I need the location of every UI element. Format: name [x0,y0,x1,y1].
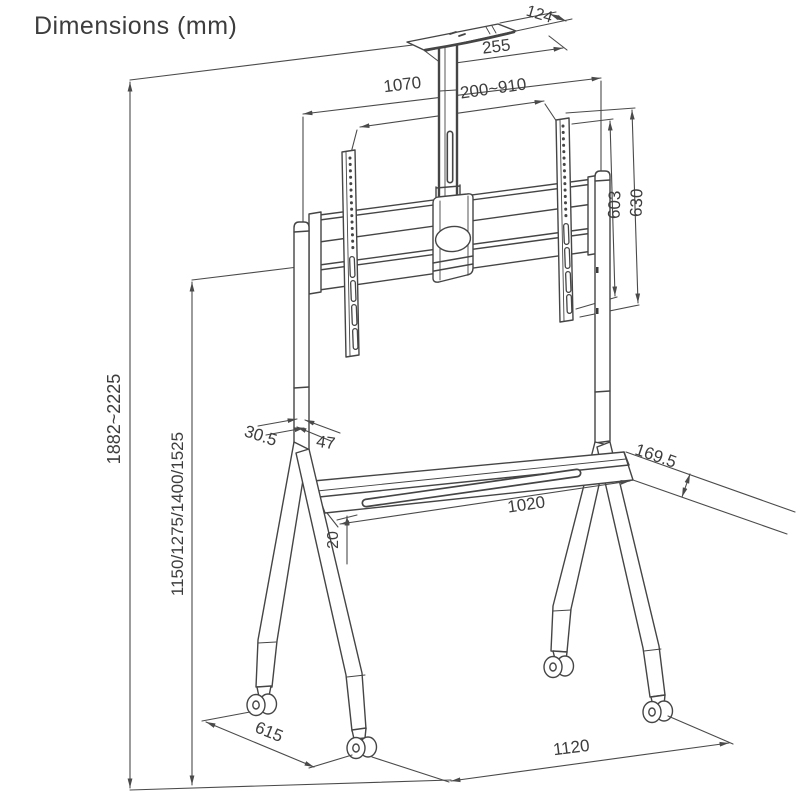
dimline-shelf-depth [681,473,691,498]
ext-shelf-width [326,512,339,528]
dim-overall-height-range: 1882~2225 [104,374,124,465]
dim-shelf-width: 1020 [506,493,546,517]
upright-left [293,221,310,455]
floor-baseline [129,779,452,791]
dimline-shelf-width [339,480,631,525]
caster-rear-right [543,650,575,679]
ext-base-depth [201,711,353,769]
leg-rear-left [255,441,309,688]
dimline-column-width-b [296,426,332,442]
ext-screen-height-top [191,266,299,281]
caster-front-left [346,727,378,760]
dimline-column-width-a [304,419,341,434]
dimline-vesa-height [607,120,618,297]
dim-top-plate-depth: 124 [524,3,555,27]
bracket-cable-hole [434,225,472,253]
dim-column-width: 47 [315,432,336,453]
dim-frame-width: 1070 [382,73,422,96]
ext-shelf-depth [625,451,796,535]
dim-base-depth: 615 [252,718,285,746]
dimline-base-depth [205,721,315,768]
vesa-rail-left [341,149,360,358]
ext-vesa-width [350,103,558,154]
dim-shelf-thickness: 20 [325,531,342,549]
dimline-plate-width [440,46,564,67]
center-column [435,40,461,203]
dimline-base-width [450,741,730,783]
page-title: Dimensions (mm) [34,12,237,40]
dim-base-width: 1120 [552,736,591,759]
dim-vesa-width-range: 200~910 [459,75,528,103]
vesa-rail-right [555,117,574,323]
dimline-plate-depth [549,13,567,22]
labels: Dimensions (mm) 124 255 1070 200~910 603… [34,3,679,760]
mount-bracket [432,193,474,283]
caster-rear-left [246,685,278,717]
caster-front-right [642,694,674,724]
dim-screen-center-heights: 1150/1275/1400/1525 [168,432,187,596]
dim-shelf-depth: 169.5 [633,440,679,472]
dimline-bracket-height [629,109,641,304]
dim-vesa-rail-height: 603 [605,190,625,219]
ext-overall-height-top [129,43,422,81]
top-plate [406,23,517,52]
dim-column-depth: 30.5 [242,422,279,450]
upright-right [594,170,611,444]
ext-plate-depth [499,11,573,32]
stand-structure [246,23,674,760]
dimension-lines-front [201,418,796,783]
crossbar-end-plate-left [308,211,322,295]
ext-frame-width [302,80,602,225]
ext-base-width [371,715,734,783]
dim-top-plate-width: 255 [481,35,511,57]
dim-bracket-height: 630 [627,188,647,217]
dimline-column-depth-a [257,418,298,427]
